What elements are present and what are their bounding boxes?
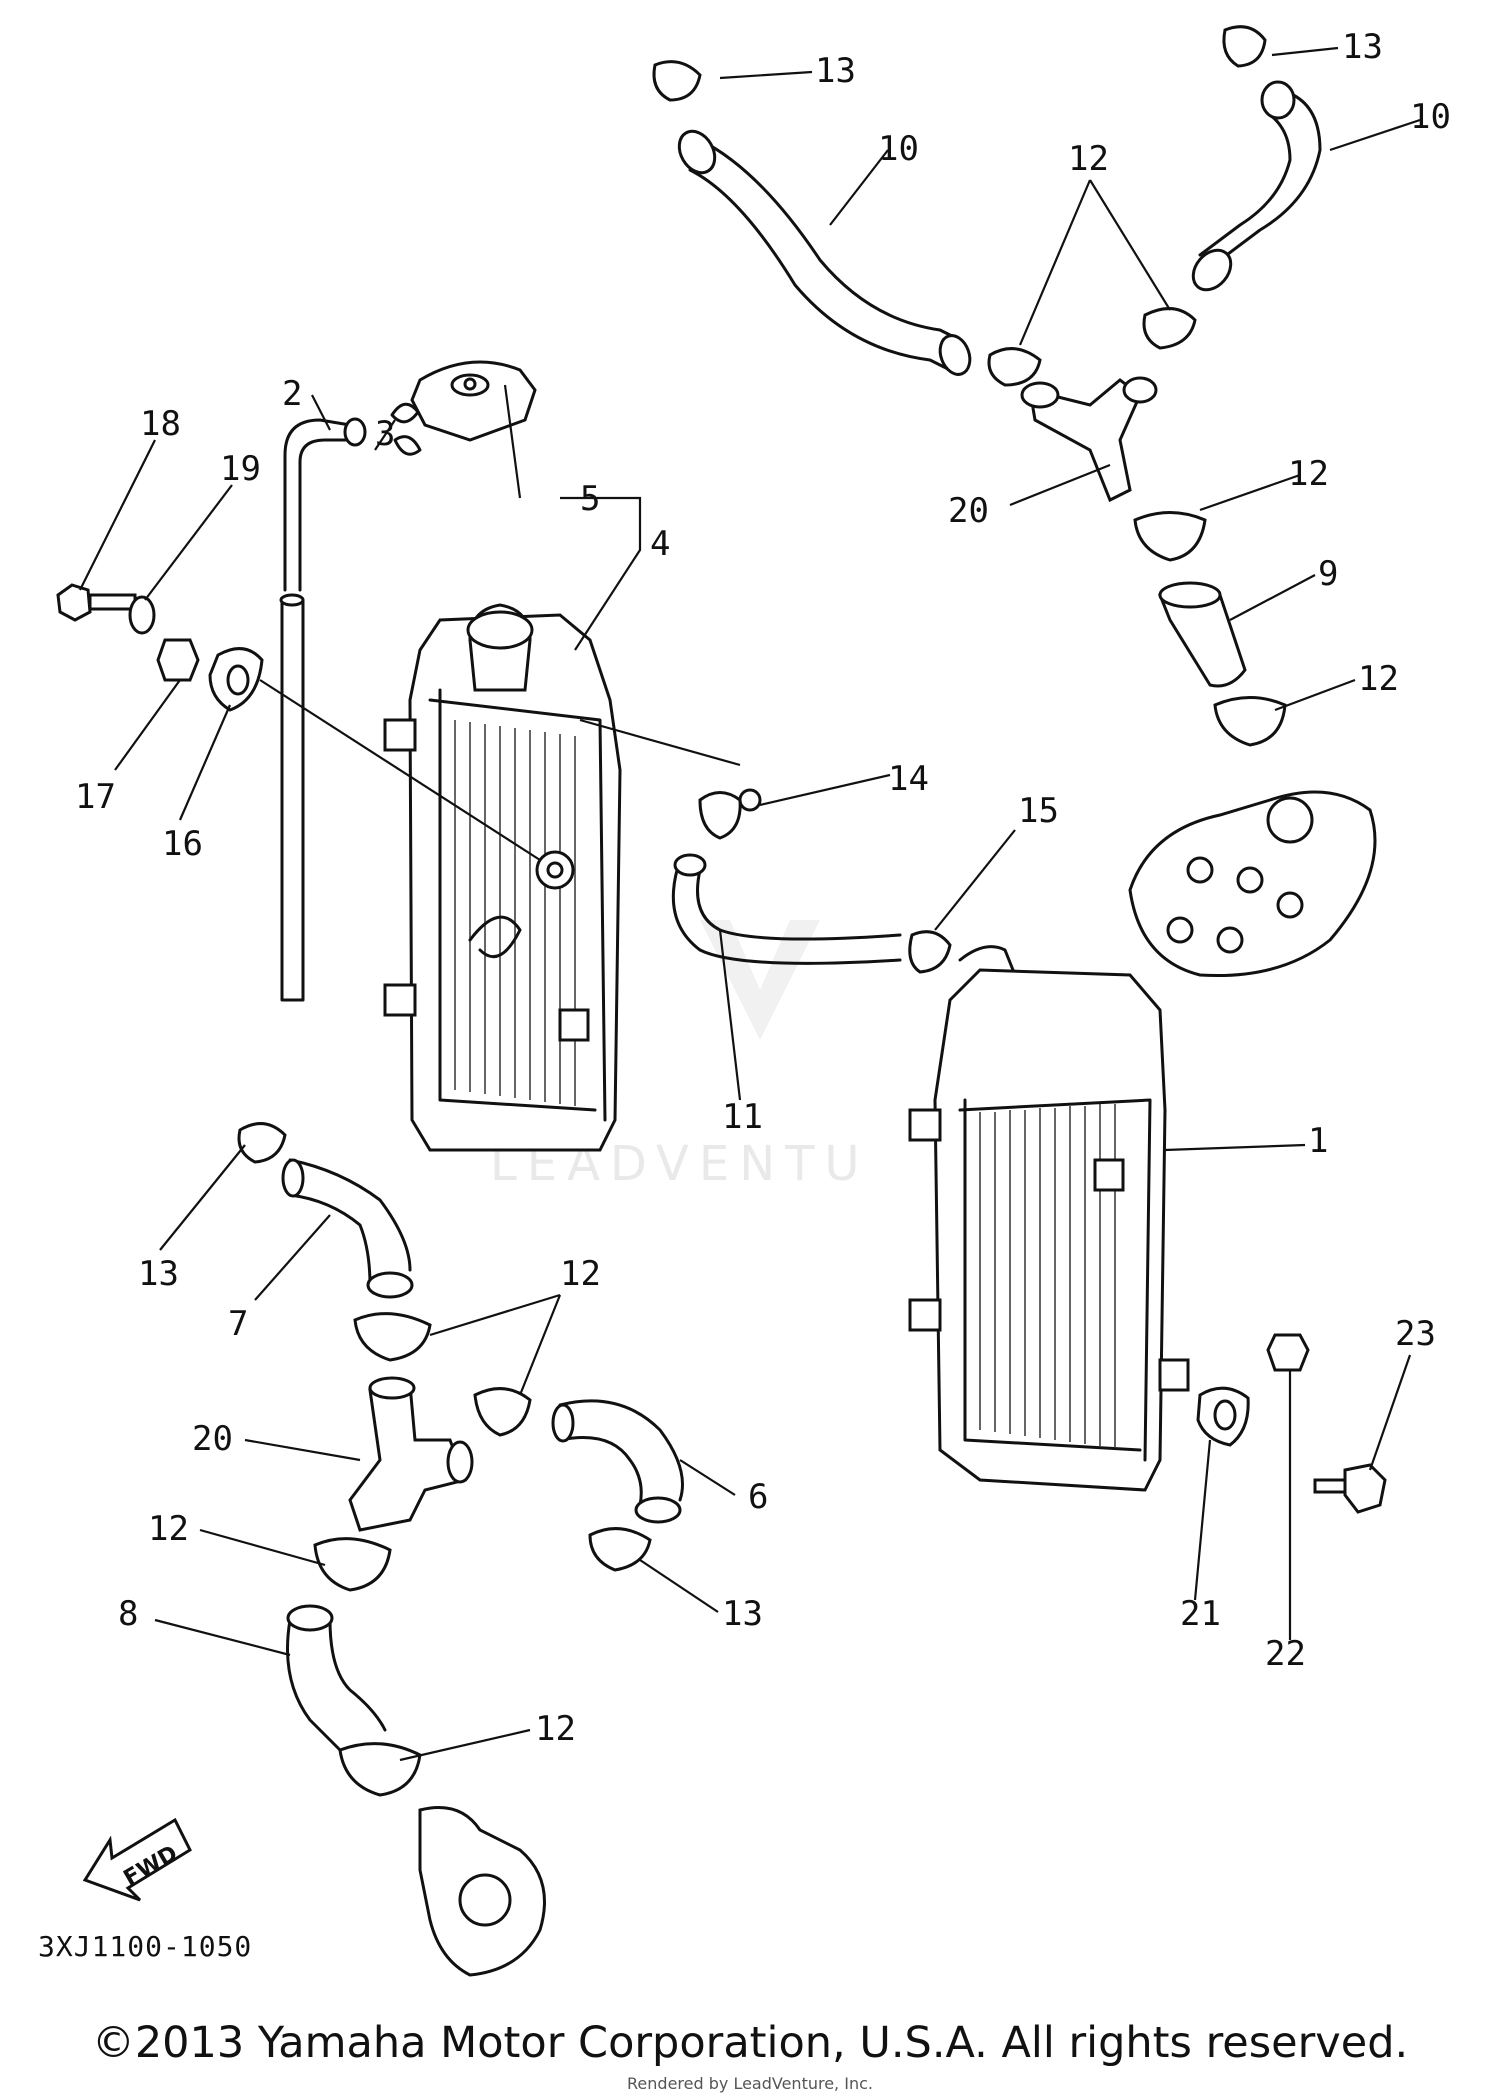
cylinder-head — [1128, 790, 1377, 978]
callout-12: 12 — [1358, 659, 1399, 699]
callout-10: 10 — [1410, 97, 1451, 137]
callout-14: 14 — [888, 759, 929, 799]
copyright-notice: ©2013 Yamaha Motor Corporation, U.S.A. A… — [91, 2018, 1409, 2068]
radiator-cap — [410, 360, 537, 442]
callout-15: 15 — [1018, 791, 1059, 831]
callout-11: 11 — [722, 1097, 763, 1137]
callout-9: 9 — [1318, 554, 1338, 594]
callout-5: 5 — [580, 479, 600, 519]
upper-hoses — [652, 25, 1322, 747]
callout-12: 12 — [1288, 454, 1329, 494]
callout-12: 12 — [148, 1509, 189, 1549]
callout-20: 20 — [948, 491, 989, 531]
callout-4: 4 — [650, 524, 670, 564]
callout-19: 19 — [220, 449, 261, 489]
rendered-by-text: Rendered by LeadVenture, Inc. — [627, 2074, 873, 2093]
right-radiator — [908, 968, 1190, 1492]
callout-16: 16 — [162, 824, 203, 864]
callout-2: 2 — [282, 374, 302, 414]
leader-lines — [79, 46, 1421, 1762]
callout-6: 6 — [748, 1477, 768, 1517]
right-mounting-hardware — [1196, 1333, 1387, 1514]
overflow-hose — [279, 417, 367, 1002]
callout-21: 21 — [1180, 1594, 1221, 1634]
callout-12: 12 — [535, 1709, 576, 1749]
lower-hoses — [237, 1122, 684, 1977]
callout-12: 12 — [1068, 139, 1109, 179]
callout-3: 3 — [375, 414, 395, 454]
callout-22: 22 — [1265, 1634, 1306, 1674]
fwd-arrow: FWD — [82, 1817, 192, 1902]
left-radiator — [383, 603, 622, 1152]
left-mounting-hardware — [56, 583, 541, 861]
callout-17: 17 — [75, 777, 116, 817]
callout-13: 13 — [815, 51, 856, 91]
diagram-code: 3XJ1100-1050 — [38, 1930, 253, 1963]
left-radiator-fins — [454, 720, 576, 1106]
callout-23: 23 — [1395, 1314, 1436, 1354]
callout-10: 10 — [878, 129, 919, 169]
callout-labels: 13 13 10 10 12 2 3 18 19 5 4 20 12 9 12 … — [75, 27, 1451, 1749]
callout-18: 18 — [140, 404, 181, 444]
callout-13: 13 — [1342, 27, 1383, 67]
hose-clip — [390, 402, 422, 456]
callout-12: 12 — [560, 1254, 601, 1294]
callout-20: 20 — [192, 1419, 233, 1459]
right-radiator-fins — [979, 1104, 1116, 1448]
callout-13: 13 — [138, 1254, 179, 1294]
callout-7: 7 — [228, 1304, 248, 1344]
callout-1: 1 — [1308, 1121, 1328, 1161]
callout-8: 8 — [118, 1594, 138, 1634]
callout-13: 13 — [722, 1594, 763, 1634]
breather-hose — [579, 718, 1017, 977]
